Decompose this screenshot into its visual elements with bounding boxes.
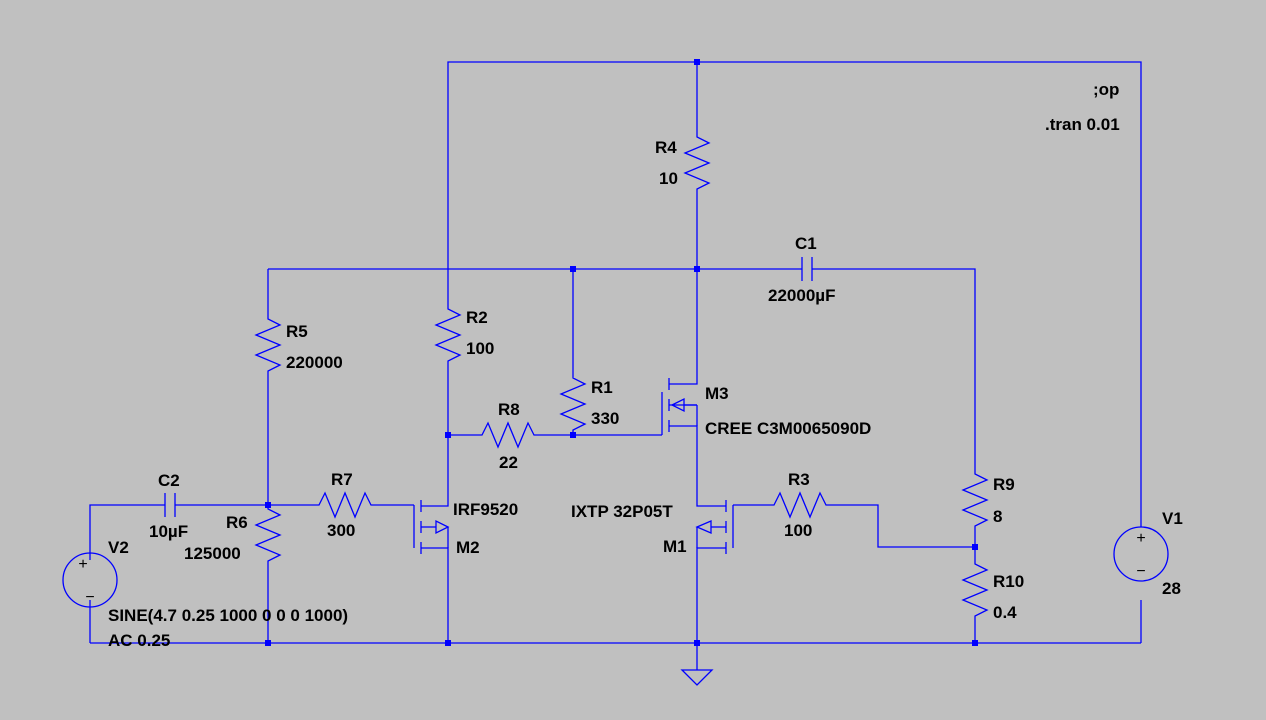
r5-name: R5 (286, 322, 308, 341)
tran-directive[interactable]: .tran 0.01 (1045, 115, 1120, 134)
junctions (265, 59, 978, 646)
r3-symbol[interactable] (770, 491, 830, 519)
c1-value: 22000µF (768, 286, 835, 305)
r1-value: 330 (591, 409, 619, 428)
r5-symbol[interactable] (254, 315, 282, 375)
v2-minus: − (85, 589, 94, 606)
wire-top-rail (447, 61, 1142, 527)
m3-model: CREE C3M0065090D (705, 419, 871, 438)
r3-name: R3 (788, 470, 810, 489)
v1-plus: + (1136, 530, 1145, 547)
wire-c1-to-r9 (812, 268, 976, 470)
r1-name: R1 (591, 378, 613, 397)
m2-model: IRF9520 (453, 500, 518, 519)
r10-name: R10 (993, 572, 1024, 591)
r9-value: 8 (993, 507, 1002, 526)
r7-value: 300 (327, 521, 355, 540)
r7-symbol[interactable] (315, 491, 375, 519)
v2-name: V2 (108, 538, 129, 557)
r4-symbol[interactable] (683, 133, 711, 193)
m2-name: M2 (456, 538, 480, 557)
r9-name: R9 (993, 475, 1015, 494)
m3-name: M3 (705, 384, 729, 403)
r2-symbol[interactable] (434, 305, 462, 365)
m2-symbol[interactable] (413, 500, 450, 560)
r10-symbol[interactable] (961, 560, 989, 620)
c2-name: C2 (158, 471, 180, 490)
r10-value: 0.4 (993, 603, 1017, 622)
r8-value: 22 (499, 453, 518, 472)
r2-value: 100 (466, 339, 494, 358)
c2-symbol[interactable] (164, 493, 176, 517)
wires (89, 61, 1142, 670)
r6-value: 125000 (184, 544, 241, 563)
ground-icon[interactable] (680, 669, 714, 686)
c1-name: C1 (795, 234, 817, 253)
v1-value: 28 (1162, 579, 1181, 598)
r7-name: R7 (331, 470, 353, 489)
wire-v2-c2 (89, 504, 165, 560)
r3-value: 100 (784, 521, 812, 540)
v2-plus: + (78, 556, 87, 573)
r6-name: R6 (226, 513, 248, 532)
r4-name: R4 (655, 138, 677, 157)
v1-name: V1 (1162, 509, 1183, 528)
v2-ac: AC 0.25 (108, 631, 170, 650)
m1-name: M1 (663, 537, 687, 556)
op-directive[interactable]: ;op (1093, 80, 1119, 99)
r8-name: R8 (498, 400, 520, 419)
r9-symbol[interactable] (961, 470, 989, 530)
m1-model: IXTP 32P05T (571, 502, 673, 521)
v2-symbol[interactable]: + − (62, 552, 118, 608)
v1-minus: − (1136, 563, 1145, 580)
c2-value: 10µF (149, 522, 188, 541)
r1-symbol[interactable] (559, 374, 587, 434)
v1-symbol[interactable]: + − (1113, 526, 1169, 582)
c1-symbol[interactable] (801, 257, 813, 281)
wire-r3-node (830, 504, 975, 548)
v2-value: SINE(4.7 0.25 1000 0 0 0 1000) (108, 606, 348, 625)
r6-symbol[interactable] (254, 505, 282, 565)
r2-name: R2 (466, 308, 488, 327)
m3-symbol[interactable] (661, 378, 698, 435)
r5-value: 220000 (286, 353, 343, 372)
r4-value: 10 (659, 169, 678, 188)
r8-symbol[interactable] (478, 421, 538, 449)
m1-symbol[interactable] (695, 500, 734, 560)
